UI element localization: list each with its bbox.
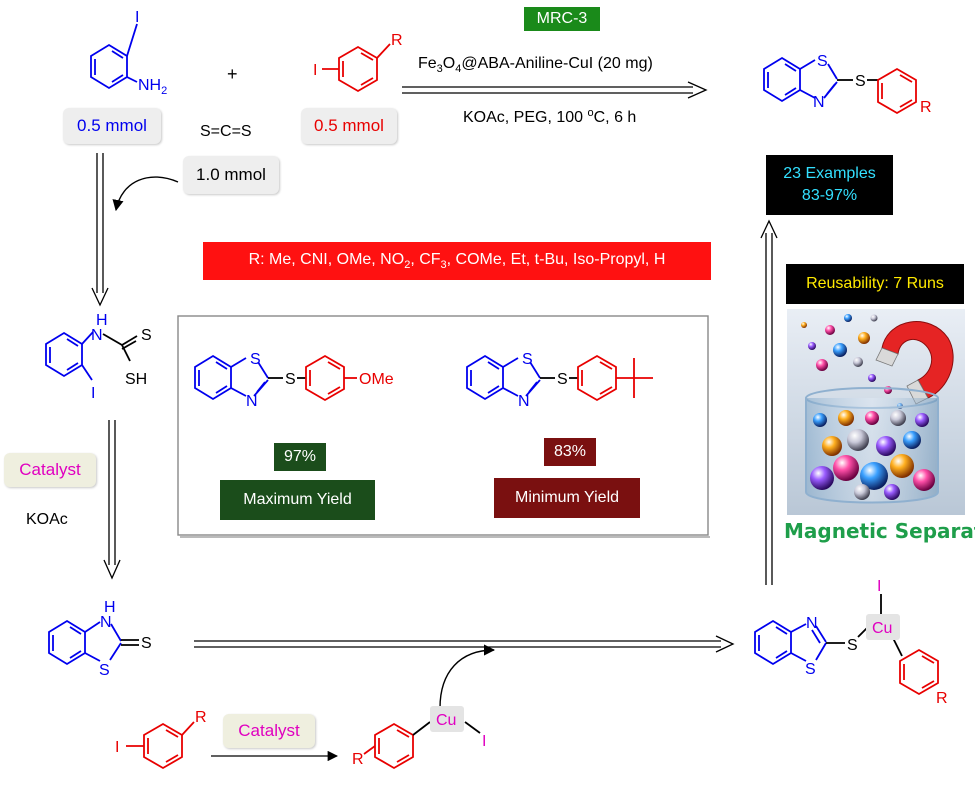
mercaptobenzothiazole-structure — [48, 619, 139, 666]
complex-nitrogen: N — [806, 615, 818, 632]
bottom-copper-iodide: I — [482, 733, 486, 750]
mbt-ring-sulfur: S — [99, 662, 110, 679]
iodoaniline-amine-label: NH2 — [138, 77, 167, 97]
aryl-iodide-iodine-label: I — [313, 62, 317, 79]
mbt-nitrogen: N — [100, 614, 112, 631]
base-solvent-condition-text: KOAc, PEG, 100 oC, 6 h — [463, 107, 636, 126]
bottom-aryl-r: R — [195, 709, 207, 726]
dithiocarbamic-acid-structure — [45, 331, 138, 381]
step2-base: KOAc — [26, 511, 68, 528]
product-structure — [763, 56, 917, 115]
iodoaniline-amount-chip: 0.5 mmol — [63, 108, 161, 144]
product-ring-sulfur: S — [817, 53, 828, 70]
catalyst-condition-text: Fe3O4@ABA-Aniline-CuI (20 mg) — [418, 55, 653, 75]
r-group-banner: R: Me, CNI, OMe, NO2, CF3, COMe, Et, t-B… — [203, 242, 711, 280]
complex-ring-sulfur: S — [805, 661, 816, 678]
mbt-thione-sulfur: S — [141, 635, 152, 652]
carbon-disulfide-label: S=C=S — [200, 123, 252, 140]
mbt-nh-hydrogen: H — [104, 599, 116, 616]
min-yield-label: Minimum Yield — [494, 478, 640, 518]
cs2-amount-chip: 1.0 mmol — [183, 156, 279, 194]
intermediate-thione-sulfur: S — [141, 327, 152, 344]
complex-iodine-label: I — [877, 578, 881, 595]
aryl-iodide-structure — [322, 43, 391, 93]
max-yield-structure — [194, 354, 357, 402]
right-upward-arrow — [760, 219, 778, 585]
product-link-sulfur: S — [855, 73, 866, 90]
aryl-iodide-amount-chip: 0.5 mmol — [301, 108, 397, 144]
r-group-list: R: Me, CNI, OMe, NO2, CF3, COMe, Et, t-B… — [248, 250, 666, 272]
bottom-copper-shade — [430, 706, 464, 732]
aryl-copper-iodide-structure — [363, 721, 481, 770]
min-yield-structure — [466, 354, 653, 402]
bottom-aryl-iodide-structure — [126, 721, 195, 770]
complex-link-sulfur: S — [847, 637, 858, 654]
bottom-catalyst-chip: Catalyst — [223, 714, 315, 748]
intermediate-thiol-label: SH — [125, 371, 147, 388]
bottom-reaction-arrow — [194, 635, 735, 653]
min-ring-nitrogen: N — [518, 393, 530, 410]
bottom-aryl-copper-r: R — [352, 751, 364, 768]
max-ring-nitrogen: N — [246, 393, 258, 410]
bottom-copper-label: Cu — [436, 712, 456, 729]
min-link-sulfur: S — [557, 371, 568, 388]
max-yield-value: 97% — [274, 443, 326, 471]
copper-insertion-curved-arrow — [439, 644, 496, 709]
intermediate-iodine: I — [91, 385, 95, 402]
iodoaniline-structure — [90, 23, 138, 90]
complex-r-label: R — [936, 690, 948, 707]
top-reaction-arrow — [402, 81, 708, 99]
aryl-iodide-r-label: R — [391, 32, 403, 49]
intermediate-nh-hydrogen: H — [96, 312, 108, 329]
max-ring-sulfur: S — [250, 351, 261, 368]
max-yield-label: Maximum Yield — [220, 480, 375, 520]
intermediate-nitrogen: N — [91, 327, 103, 344]
left-arrow-1 — [91, 153, 109, 307]
cs2-addition-curved-arrow — [112, 176, 179, 212]
complex-copper-label: Cu — [872, 620, 892, 637]
magnetic-separation-caption: Magnetic Separation — [784, 519, 975, 543]
max-methoxy-label: OMe — [359, 371, 394, 388]
examples-badge: 23 Examples 83-97% — [766, 155, 893, 215]
bottom-aryl-iodine: I — [115, 739, 119, 756]
min-yield-value: 83% — [544, 438, 596, 466]
product-r-label: R — [920, 99, 932, 116]
condition-tag: MRC-3 — [524, 7, 600, 31]
examples-count: 23 Examples — [783, 165, 876, 182]
min-ring-sulfur: S — [522, 351, 533, 368]
complex-copper-shade — [866, 614, 900, 640]
max-link-sulfur: S — [285, 371, 296, 388]
iodoaniline-iodine-label: I — [135, 9, 139, 26]
examples-yield-range: 83-97% — [801, 187, 858, 204]
left-arrow-2 — [103, 420, 121, 580]
plus-sign: + — [227, 64, 238, 84]
step2-catalyst-chip: Catalyst — [4, 453, 96, 487]
product-ring-nitrogen: N — [813, 94, 825, 111]
copper-complex-structure — [754, 594, 939, 696]
reusability-badge: Reusability: 7 Runs — [786, 264, 964, 304]
magnetic-separation-illustration — [787, 309, 965, 515]
